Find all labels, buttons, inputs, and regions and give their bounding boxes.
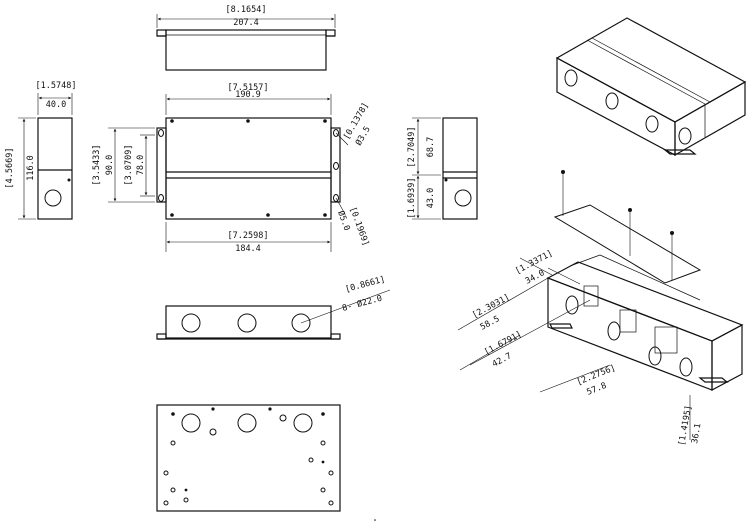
top-view: [8.1654] 207.4 (156, 5, 336, 71)
front-width-mm: 190.9 (235, 90, 261, 100)
front-inner-width-mm: 184.4 (235, 244, 261, 254)
lid-panel (553, 204, 702, 284)
left-height-inch: [4.5669] (5, 148, 15, 189)
bottom-view (156, 404, 376, 521)
left-depth-inch: [1.5748] (36, 81, 77, 91)
right-lower-mm: 43.0 (426, 188, 436, 208)
front-inner-height-inch: [3.0709] (124, 145, 134, 186)
right-side-view: [2.7049] 68.7 [1.6939] 43.0 (407, 117, 478, 220)
knockout-mm: 8- Ø22.0 (341, 293, 383, 314)
front-height-mm: 90.0 (105, 155, 115, 175)
exploded-d5-mm: 36.1 (690, 423, 703, 445)
knockout-inch: [0.8661] (344, 275, 386, 295)
left-height-mm: 116.0 (26, 155, 36, 181)
top-width-mm: 207.4 (233, 18, 259, 28)
isometric-exploded-view: [1.3371] 34.0 [2.3031] 58.5 [1.6791] 42.… (457, 170, 744, 447)
knockout-side-view: [0.8661] 8- Ø22.0 (156, 275, 391, 340)
front-width-inch: [7.5157] (228, 83, 269, 93)
front-inner-height-mm: 78.0 (136, 155, 146, 175)
left-side-view: [1.5748] 40.0 [4.5669] 116.0 (5, 81, 77, 220)
left-depth-mm: 40.0 (46, 100, 66, 110)
right-upper-inch: [2.7049] (407, 127, 417, 168)
right-lower-inch: [1.6939] (407, 178, 417, 219)
front-inner-width-inch: [7.2598] (228, 231, 269, 241)
front-height-inch: [3.5433] (92, 145, 102, 186)
isometric-assembled-view (555, 17, 747, 157)
front-view: [7.5157] 190.9 [7.2598] 184.4 [3.5433] 9… (92, 83, 373, 254)
right-upper-mm: 68.7 (426, 137, 436, 157)
top-width-inch: [8.1654] (226, 5, 267, 15)
